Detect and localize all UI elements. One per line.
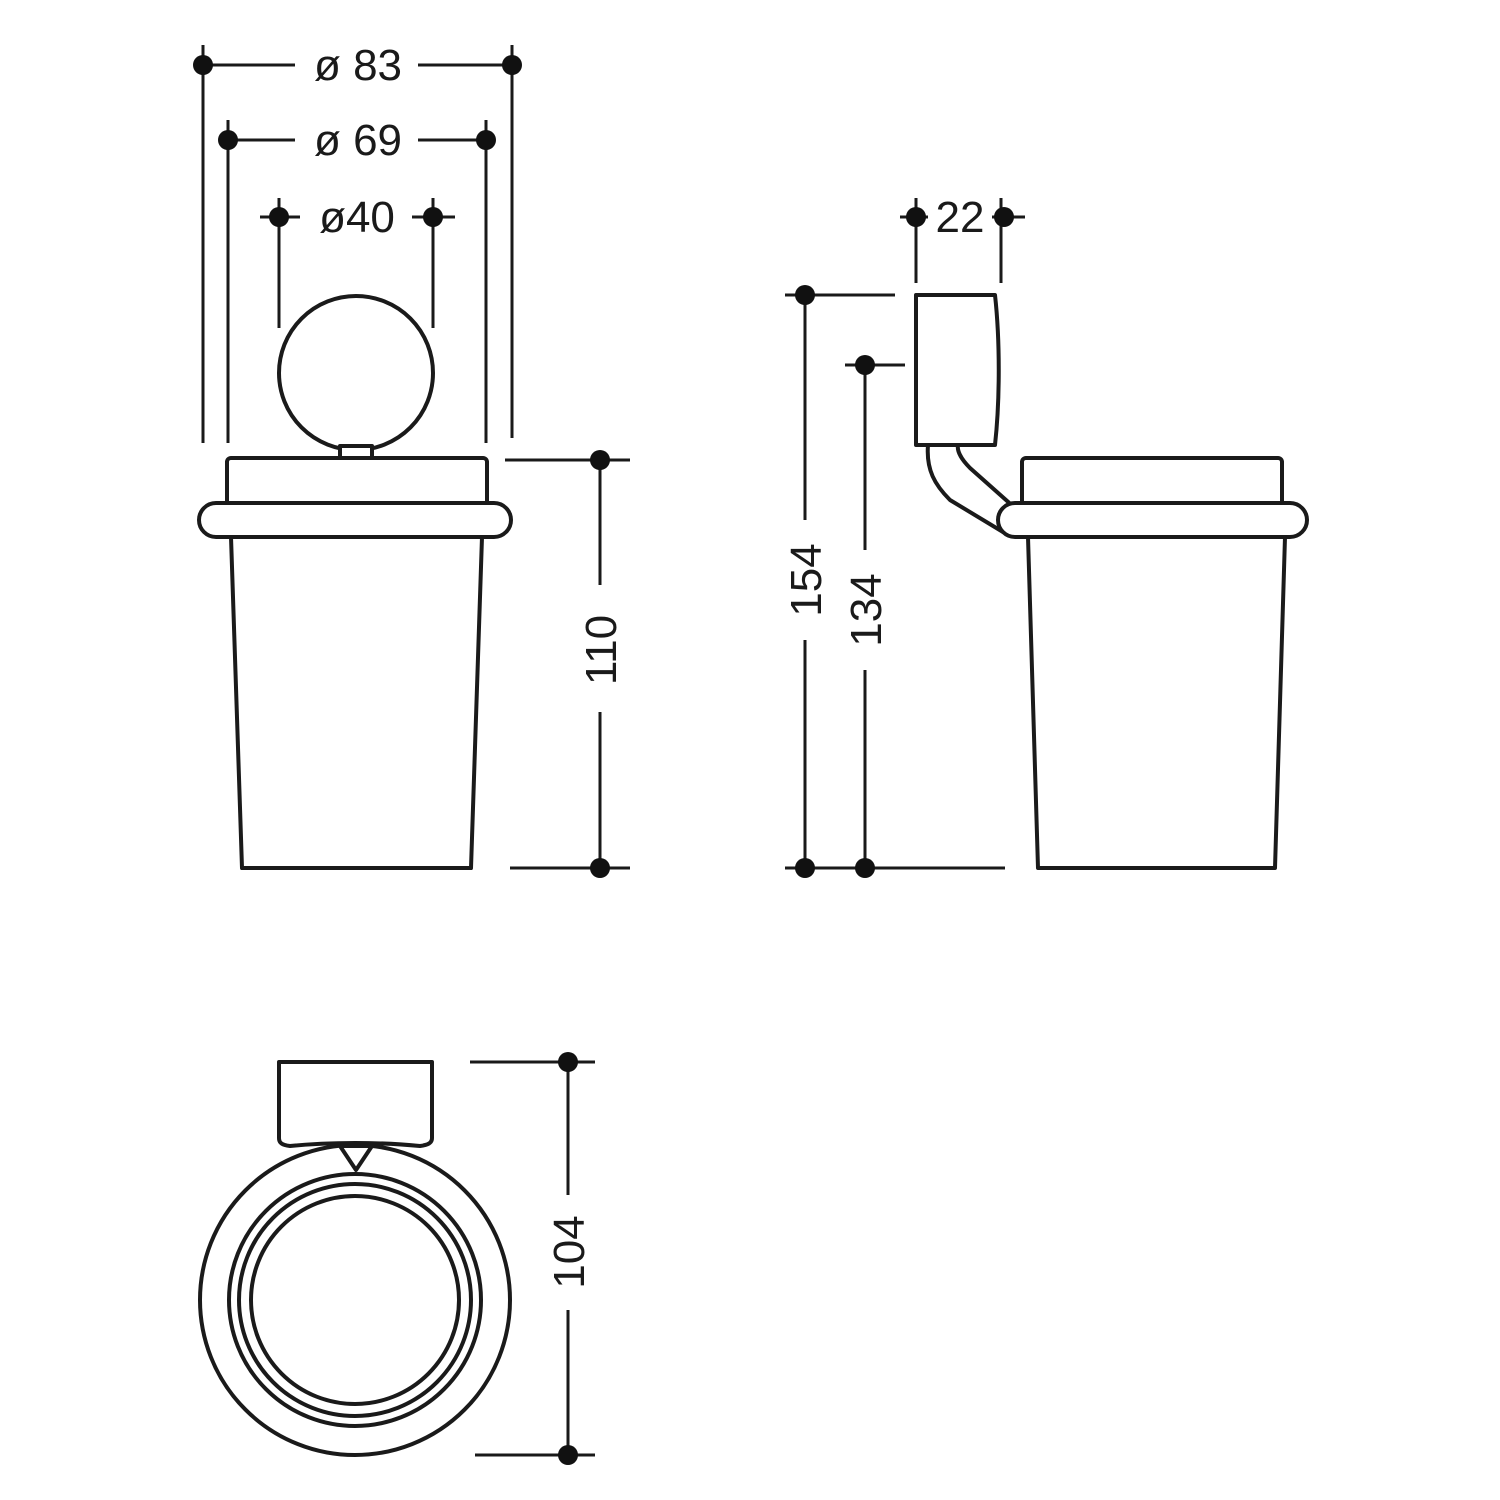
dim-knob-diameter: ø40 [319,193,395,242]
front-dimensions: ø 83 ø 69 ø40 110 [193,41,630,878]
top-dimensions: 104 [470,1052,595,1465]
dim-bracket-width: 22 [936,193,985,242]
connector [338,1144,374,1172]
dim-height: 110 [577,615,626,685]
outer-ring [198,1143,512,1457]
cup-body [229,535,484,870]
dim-total-height: 154 [782,543,831,616]
dim-mount-height: 134 [842,573,891,646]
cup-ring-side [996,501,1309,539]
dim-depth: 104 [545,1215,594,1288]
ring-2 [227,1172,483,1428]
cup-ring [197,501,513,539]
wall-bracket [914,293,1001,447]
cup-body-side [1026,535,1287,870]
dim-outer-diameter: ø 83 [314,41,402,90]
inner-ring [249,1194,461,1406]
knob [277,294,435,452]
side-view [914,293,1309,870]
front-view [197,294,513,870]
ring-3 [237,1182,473,1418]
top-view [198,1060,512,1457]
dim-ring-diameter: ø 69 [314,116,402,165]
cup-lid-side [1020,456,1284,508]
cup-lid [225,456,489,510]
side-dimensions: 22 154 134 [782,193,1025,878]
wall-bracket-top [277,1060,434,1148]
